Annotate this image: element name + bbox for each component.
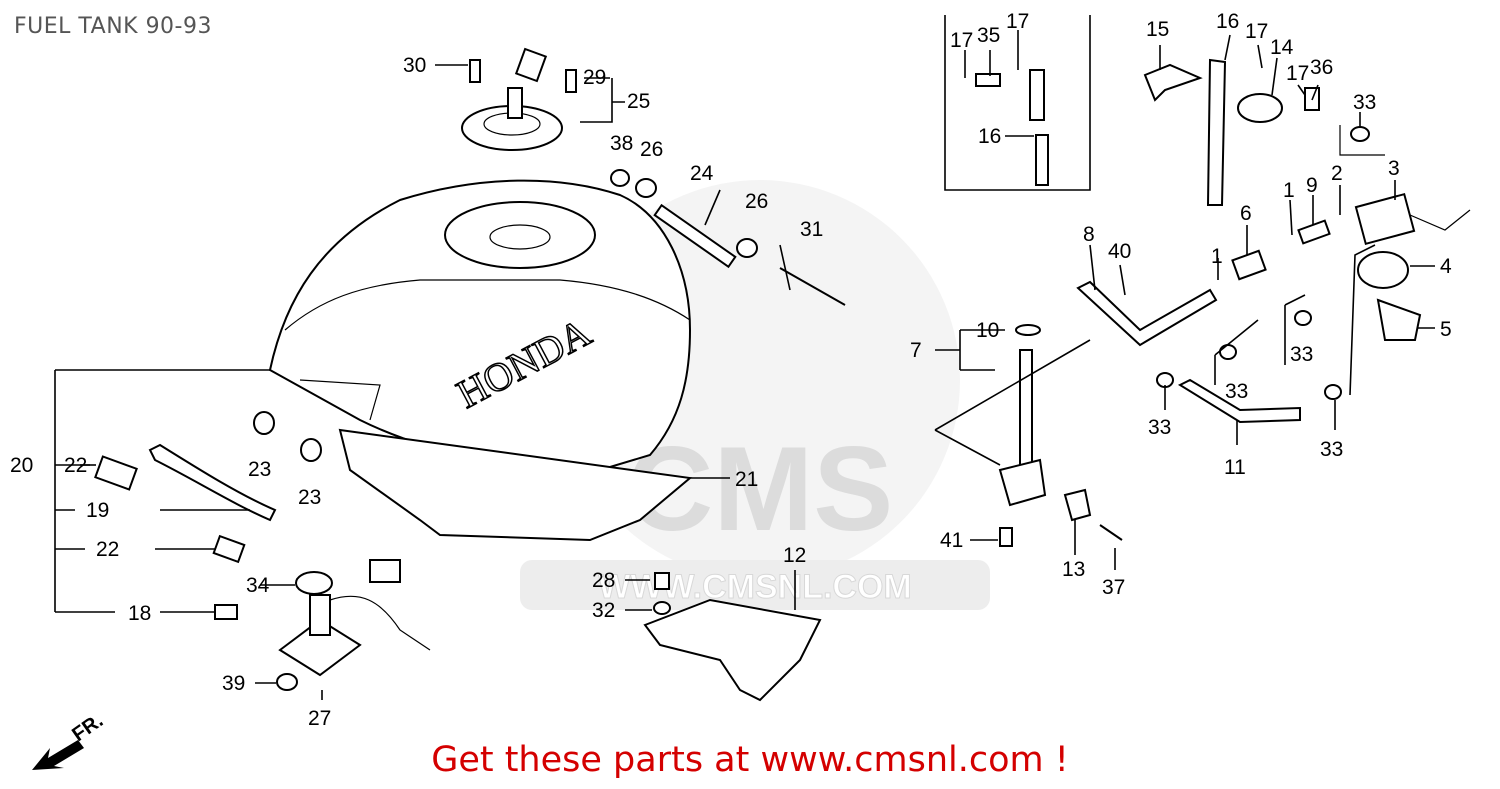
label-4: 4 (1440, 255, 1452, 278)
label-15: 15 (1146, 18, 1169, 41)
label-36: 36 (1310, 56, 1333, 79)
label-37: 37 (1102, 576, 1125, 599)
label-34: 34 (246, 574, 270, 597)
fuel-pump (1354, 192, 1471, 246)
label-8: 8 (1083, 223, 1095, 246)
label-19: 19 (86, 499, 109, 522)
label-18: 18 (128, 602, 151, 625)
label-23b: 23 (298, 486, 321, 509)
label-33a: 33 (1353, 91, 1376, 114)
label-33c: 33 (1225, 380, 1248, 403)
watermark-url: WWW.CMSNL.COM (598, 568, 912, 606)
label-12: 12 (783, 544, 806, 567)
label-38: 38 (610, 132, 633, 155)
label-17c: 17 (1245, 20, 1268, 43)
label-30: 30 (403, 54, 426, 77)
label-17a: 17 (950, 29, 973, 52)
label-17b: 17 (1006, 10, 1029, 33)
fuel-cock (998, 349, 1047, 507)
label-40: 40 (1108, 240, 1131, 263)
label-29: 29 (583, 66, 606, 89)
label-33d: 33 (1148, 416, 1171, 439)
label-28: 28 (592, 569, 615, 592)
label-22a: 22 (64, 454, 87, 477)
label-7: 7 (910, 339, 922, 362)
label-41: 41 (940, 529, 963, 552)
label-33b: 33 (1290, 343, 1313, 366)
label-1b: 1 (1211, 245, 1223, 268)
label-33e: 33 (1320, 438, 1343, 461)
label-17d: 17 (1286, 62, 1309, 85)
label-11: 11 (1224, 456, 1246, 479)
label-20: 20 (10, 454, 33, 477)
label-39: 39 (222, 672, 245, 695)
label-32: 32 (592, 599, 615, 622)
label-10: 10 (976, 319, 999, 342)
label-26a: 26 (640, 138, 663, 161)
label-1a: 1 (1283, 179, 1295, 202)
label-21: 21 (735, 468, 758, 491)
label-27: 27 (308, 707, 331, 730)
label-3: 3 (1388, 157, 1400, 180)
label-23a: 23 (248, 458, 271, 481)
label-35: 35 (977, 24, 1000, 47)
fuel-cap (461, 47, 563, 151)
front-direction-arrow: FR. (32, 712, 107, 770)
label-5: 5 (1440, 318, 1452, 341)
label-22b: 22 (96, 538, 119, 561)
call-to-action[interactable]: Get these parts at www.cmsnl.com ! (431, 740, 1069, 780)
fuel-pump-unit (278, 559, 431, 677)
label-16b: 16 (1216, 10, 1239, 33)
label-31: 31 (800, 218, 823, 241)
label-6: 6 (1240, 202, 1252, 225)
label-16a: 16 (978, 125, 1001, 148)
fuel-tank: HONDA (268, 179, 693, 542)
label-2: 2 (1331, 162, 1343, 185)
label-26b: 26 (745, 190, 768, 213)
page-title: FUEL TANK 90-93 (14, 14, 212, 39)
label-9: 9 (1306, 174, 1318, 197)
label-25: 25 (627, 90, 650, 113)
label-14: 14 (1270, 36, 1294, 59)
label-13: 13 (1062, 558, 1085, 581)
label-24: 24 (690, 162, 714, 185)
